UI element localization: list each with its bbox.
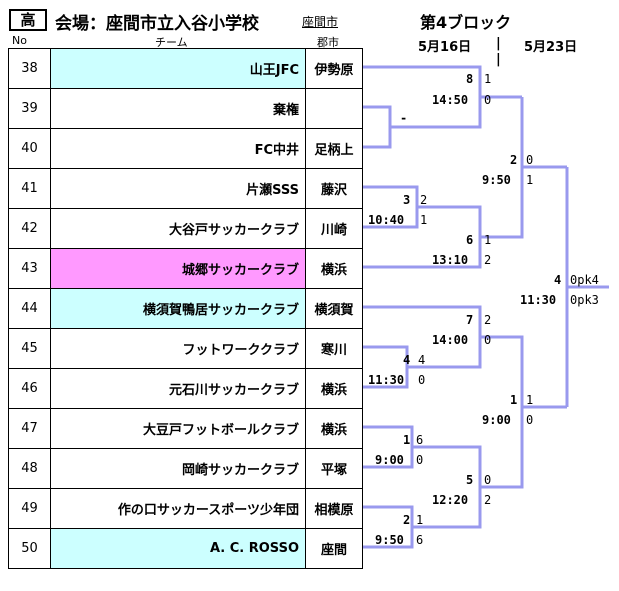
team-name: 城郷サッカークラブ <box>50 248 306 289</box>
block-title: 第4ブロック <box>420 13 512 32</box>
team-area: 足柄上 <box>305 128 363 169</box>
team-area: 相模原 <box>305 488 363 529</box>
match-r2-score1: 0 <box>526 153 534 167</box>
level-badge: 高 <box>9 9 47 31</box>
column-header-team: チーム <box>155 36 188 49</box>
match-r1-score2: 0 <box>526 413 534 427</box>
bracket-r2 <box>480 97 524 239</box>
match-r1-time: 9:00 <box>482 413 511 427</box>
team-area <box>305 88 363 129</box>
team-area: 横浜 <box>305 408 363 449</box>
team-area: 横浜 <box>305 368 363 409</box>
column-header-no: No <box>12 34 27 47</box>
date-round2: 5月23日 <box>524 40 578 55</box>
team-name: 山王JFC <box>50 48 306 89</box>
match-final-time: 11:30 <box>520 293 557 307</box>
match-2-time: 9:50 <box>375 533 404 547</box>
team-name: A. C. ROSSO <box>50 528 306 569</box>
team-name: 大豆戸フットボールクラブ <box>50 408 306 449</box>
date-separator-2: | <box>496 52 501 67</box>
match-8-score2: 0 <box>484 93 492 107</box>
match-6-score1: 1 <box>484 233 492 247</box>
match-4-id: 4 <box>403 353 411 367</box>
team-name: 作の口サッカースポーツ少年団 <box>50 488 306 529</box>
match-39-40-label: - <box>400 111 408 125</box>
match-2-score1: 1 <box>416 513 424 527</box>
match-r2-id: 2 <box>510 153 518 167</box>
team-area: 横浜 <box>305 248 363 289</box>
date-round1: 5月16日 <box>418 40 472 55</box>
match-3-id: 3 <box>403 193 411 207</box>
match-5-score2: 2 <box>484 493 492 507</box>
match-3-time: 10:40 <box>368 213 405 227</box>
column-header-area: 郡市 <box>317 36 339 49</box>
match-4-time: 11:30 <box>368 373 405 387</box>
match-5-score1: 0 <box>484 473 492 487</box>
team-area: 平塚 <box>305 448 363 489</box>
match-1-id: 1 <box>403 433 411 447</box>
match-4-score2: 0 <box>418 373 426 387</box>
match-2-score2: 6 <box>416 533 424 547</box>
match-8-score1: 1 <box>484 72 492 86</box>
match-final-id: 4 <box>554 273 562 287</box>
match-5-time: 12:20 <box>432 493 469 507</box>
team-name: フットワーククラブ <box>50 328 306 369</box>
bracket-r1 <box>480 335 524 489</box>
match-3-score1: 2 <box>420 193 428 207</box>
venue-title: 会場：座間市立入谷小学校 <box>55 14 259 34</box>
match-5-id: 5 <box>466 473 474 487</box>
match-7-id: 7 <box>466 313 474 327</box>
match-r1-id: 1 <box>510 393 518 407</box>
venue-city: 座間市 <box>302 15 339 29</box>
team-number: 45 <box>8 328 51 369</box>
team-area: 横須賀 <box>305 288 363 329</box>
date-separator: | <box>496 36 501 51</box>
match-final-score1: 0pk4 <box>570 273 599 287</box>
match-6-score2: 2 <box>484 253 492 267</box>
team-name: 岡崎サッカークラブ <box>50 448 306 489</box>
match-7-score2: 0 <box>484 333 492 347</box>
team-name: 大谷戸サッカークラブ <box>50 208 306 249</box>
team-name: 片瀬SSS <box>50 168 306 209</box>
match-8-time: 14:50 <box>432 93 469 107</box>
match-1-score2: 0 <box>416 453 424 467</box>
match-8-id: 8 <box>466 72 474 86</box>
team-number: 42 <box>8 208 51 249</box>
match-7-score1: 2 <box>484 313 492 327</box>
match-6-time: 13:10 <box>432 253 469 267</box>
match-3-score2: 1 <box>420 213 428 227</box>
team-area: 藤沢 <box>305 168 363 209</box>
bracket-39-40 <box>363 105 392 149</box>
team-number: 41 <box>8 168 51 209</box>
team-area: 座間 <box>305 528 363 569</box>
match-6-id: 6 <box>466 233 474 247</box>
match-r2-time: 9:50 <box>482 173 511 187</box>
match-1-score1: 6 <box>416 433 424 447</box>
match-4-score1: 4 <box>418 353 426 367</box>
match-2-id: 2 <box>403 513 411 527</box>
match-final-score2: 0pk3 <box>570 293 599 307</box>
team-number: 47 <box>8 408 51 449</box>
match-7-time: 14:00 <box>432 333 469 347</box>
match-1-time: 9:00 <box>375 453 404 467</box>
team-area: 伊勢原 <box>305 48 363 89</box>
match-r2-score2: 1 <box>526 173 534 187</box>
team-number: 44 <box>8 288 51 329</box>
match-r1-score1: 1 <box>526 393 534 407</box>
team-name: 横須賀鴨居サッカークラブ <box>50 288 306 329</box>
team-number: 40 <box>8 128 51 169</box>
